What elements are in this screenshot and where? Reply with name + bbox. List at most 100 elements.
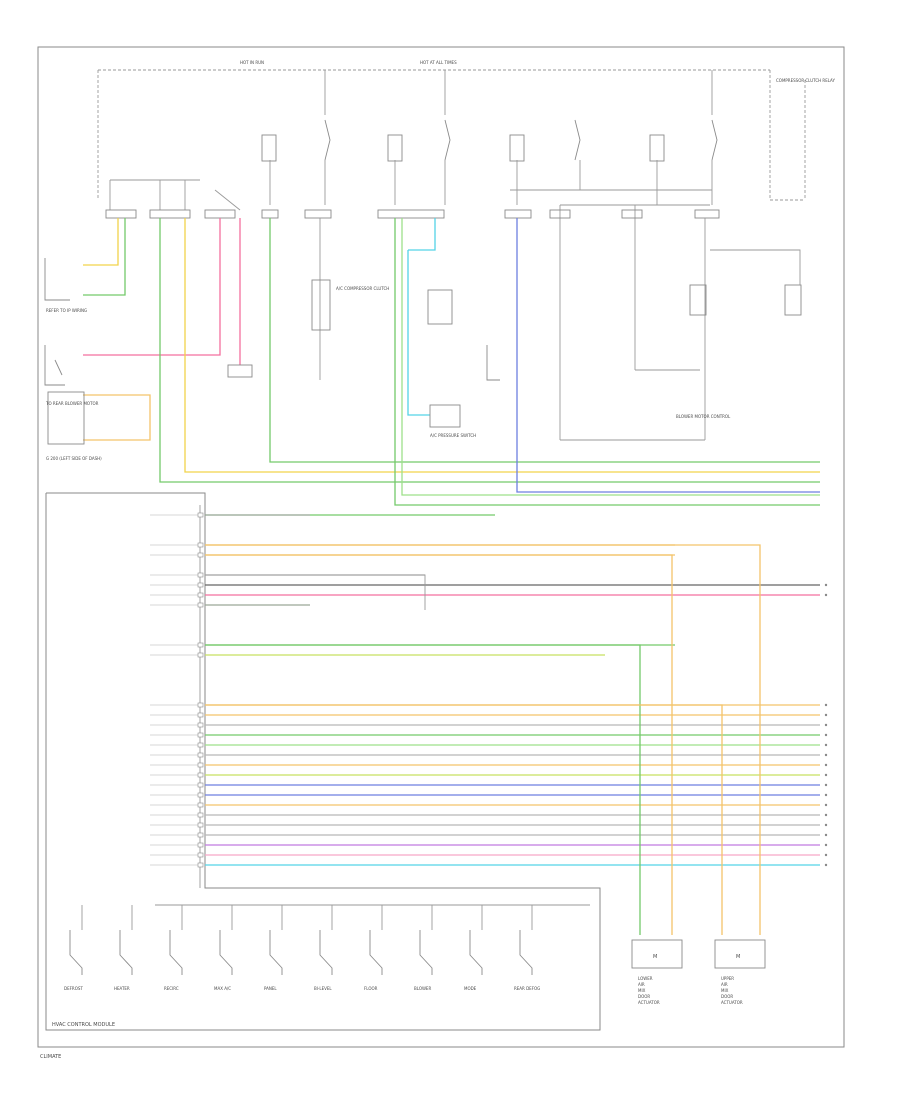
mode-switch-symbol [369, 930, 383, 975]
hvac-control-module: HVAC CONTROL MODULE [45, 492, 601, 1031]
center-components: A/C COMPRESSOR CLUTCH A/C PRESSURE SWITC… [227, 249, 802, 438]
module-pin-rows [150, 512, 828, 868]
control-switch-row: DEFROST HEATER RECIRC MAX A/C PANEL BI-LEVEL F… [64, 904, 590, 991]
sensor-note: REFER TO IP WIRING [46, 308, 87, 313]
mode-switch-symbol [219, 930, 233, 975]
module-pin [197, 842, 204, 848]
wire-end-marker [824, 713, 828, 717]
actuator-label: LOWER [638, 976, 653, 981]
actuator-label: DOOR [721, 994, 733, 999]
mode-switch-label: DEFROST [64, 986, 83, 991]
module-pin [197, 782, 204, 788]
module-pin [197, 652, 204, 658]
wire-end-marker [824, 703, 828, 707]
module-pin [197, 722, 204, 728]
mode-switch-symbol [169, 930, 183, 975]
module-pin [197, 572, 204, 578]
module-pin [197, 582, 204, 588]
actuator-label: ACTUATOR [638, 1000, 660, 1005]
mode-switch-label: FLOOR [364, 986, 378, 991]
module-pin [197, 512, 204, 518]
mode-switch-symbol [119, 930, 133, 975]
mode-switch-label: BI-LEVEL [314, 986, 332, 991]
mode-switch-label: HEATER [114, 986, 130, 991]
module-pin [197, 552, 204, 558]
mode-switch-symbol [319, 930, 333, 975]
hot-in-run-label: HOT IN RUN [240, 60, 264, 65]
actuator-label: AIR [721, 982, 728, 987]
mode-switch-label: MAX A/C [214, 986, 231, 991]
top-colored-wires [83, 218, 820, 506]
wire-end-marker [824, 823, 828, 827]
actuator-motor-symbol: M [736, 954, 740, 960]
left-sensors: REFER TO IP WIRING TO REAR BLOWER MOTOR … [44, 258, 102, 461]
module-pin [197, 592, 204, 598]
wire-end-marker [824, 763, 828, 767]
actuator-label: MIX [721, 988, 729, 993]
wire-end-marker [824, 863, 828, 867]
top-fuse-switches [261, 70, 718, 440]
module-pin [197, 802, 204, 808]
module-pin [197, 862, 204, 868]
actuator-box [714, 939, 766, 969]
mode-switch-label: MODE [464, 986, 477, 991]
mode-switch-label: REAR DEFOG [514, 986, 540, 991]
wire-end-marker [824, 743, 828, 747]
module-pin [197, 852, 204, 858]
module-label: HVAC CONTROL MODULE [52, 1022, 115, 1028]
blower-control-label: BLOWER MOTOR CONTROL [676, 414, 731, 419]
wire-end-marker [824, 843, 828, 847]
connector-note: TO REAR BLOWER MOTOR [45, 401, 99, 406]
mode-switch-symbol [519, 930, 533, 975]
hot-at-all-times-label: HOT AT ALL TIMES [420, 60, 457, 65]
actuator-label: AIR [638, 982, 645, 987]
top-left-connectors [105, 179, 720, 219]
actuator-group: MLOWERAIRMIXDOORACTUATORMUPPERAIRMIXDOOR… [631, 939, 766, 1005]
wire-end-marker [824, 773, 828, 777]
mode-switch-label: BLOWER [414, 986, 431, 991]
module-pin [197, 752, 204, 758]
wire-end-marker [824, 723, 828, 727]
module-pin [197, 542, 204, 548]
pressure-switch-label: A/C PRESSURE SWITCH [430, 433, 476, 438]
actuator-label: UPPER [721, 976, 734, 981]
mode-switch-label: RECIRC [164, 986, 179, 991]
module-pin [197, 602, 204, 608]
mode-switch-symbol [269, 930, 283, 975]
compressor-relay-label: COMPRESSOR CLUTCH RELAY [776, 78, 835, 83]
compressor-clutch-label: A/C COMPRESSOR CLUTCH [336, 286, 389, 291]
diagram-frame [37, 46, 845, 1048]
module-pin [197, 642, 204, 648]
wire-end-marker [824, 793, 828, 797]
actuator-label: DOOR [638, 994, 650, 999]
mode-switch-symbol [419, 930, 433, 975]
wire-end-marker [824, 733, 828, 737]
module-pin [197, 772, 204, 778]
wire-end-marker [824, 813, 828, 817]
module-pin [197, 732, 204, 738]
actuator-box [631, 939, 683, 969]
actuator-motor-symbol: M [653, 954, 657, 960]
wire-end-marker [824, 593, 828, 597]
actuator-label: ACTUATOR [721, 1000, 743, 1005]
corner-label: CLIMATE [40, 1054, 61, 1060]
wire-end-marker [824, 753, 828, 757]
mode-switch-symbol [69, 930, 83, 975]
actuator-feeds [205, 514, 761, 935]
wire-end-marker [824, 853, 828, 857]
module-pin [197, 822, 204, 828]
module-pin [197, 762, 204, 768]
wire-end-marker [824, 583, 828, 587]
ground-note: G 200 (LEFT SIDE OF DASH) [46, 456, 102, 461]
module-pin [197, 742, 204, 748]
top-bus: HOT IN RUN HOT AT ALL TIMES COMPRESSOR C… [97, 60, 835, 201]
mode-switch-label: PANEL [264, 986, 277, 991]
actuator-label: MIX [638, 988, 646, 993]
wire-end-marker [824, 833, 828, 837]
mode-switch-symbol [469, 930, 483, 975]
module-pin [197, 832, 204, 838]
module-pin [197, 702, 204, 708]
wire-end-marker [824, 803, 828, 807]
module-pin [197, 712, 204, 718]
